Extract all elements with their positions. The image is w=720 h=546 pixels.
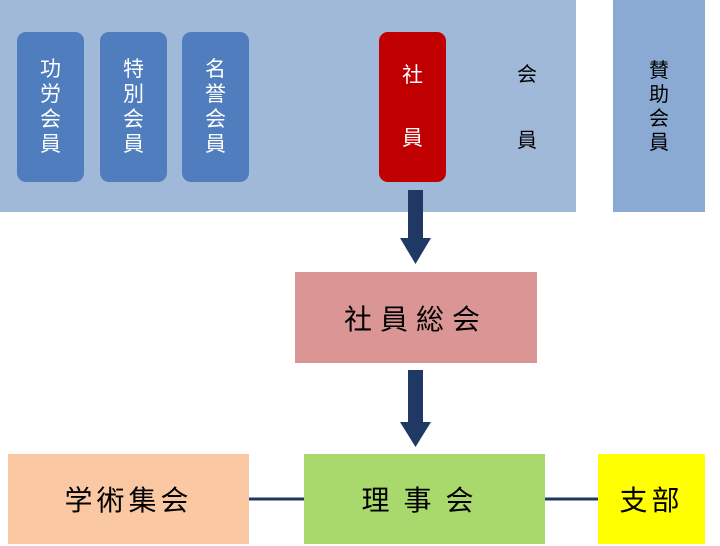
academic-meeting-box: 学術集会: [8, 454, 249, 544]
meritorious-member-char: 会: [40, 107, 61, 131]
special-member-char: 特: [123, 56, 144, 81]
branch-label: 支部: [619, 484, 684, 517]
special-member-char: 会: [123, 107, 144, 131]
arrow-head: [400, 422, 431, 447]
supporting-member-char: 助: [649, 82, 669, 106]
honorary-member-char: 会: [205, 107, 226, 131]
arrow-members-to-assembly: [400, 190, 431, 264]
honorary-member-char: 誉: [205, 81, 226, 106]
board-of-directors-label: 理事会: [361, 484, 488, 517]
supporting-member-char: 賛: [649, 58, 669, 82]
general-assembly-box: 社員総会: [295, 272, 537, 363]
honorary-member-char: 名: [205, 56, 226, 81]
meritorious-member-char: 員: [40, 132, 61, 157]
members-label-char: 会: [517, 62, 537, 86]
arrow-head: [400, 238, 431, 264]
meritorious-member-char: 功: [40, 56, 61, 81]
honorary-member-char: 員: [205, 132, 226, 157]
supporting-member-char: 員: [649, 130, 669, 154]
meritorious-member-box: 功 労 会 員: [17, 32, 84, 182]
board-of-directors-box: 理事会: [304, 454, 545, 544]
supporting-member-char: 会: [649, 106, 669, 130]
special-member-char: 別: [123, 81, 144, 106]
general-assembly-label: 社員総会: [343, 302, 488, 336]
arrow-shaft: [408, 190, 423, 240]
regular-member-char: 社: [402, 62, 423, 87]
academic-meeting-label: 学術集会: [64, 484, 193, 517]
regular-member-char: 員: [402, 126, 423, 150]
honorary-member-box: 名 誉 会 員: [182, 32, 249, 182]
members-group-label: 会 員: [512, 62, 542, 152]
meritorious-member-char: 労: [40, 81, 61, 106]
arrow-assembly-to-board: [400, 370, 431, 447]
special-member-box: 特 別 会 員: [100, 32, 167, 182]
arrow-shaft: [408, 370, 423, 424]
special-member-char: 員: [123, 132, 144, 157]
regular-member-box: 社 員: [379, 32, 446, 182]
supporting-member-box: 賛 助 会 員: [613, 0, 705, 212]
members-group-box: [0, 0, 576, 212]
members-label-char: 員: [517, 128, 537, 152]
branch-box: 支部: [598, 454, 705, 544]
